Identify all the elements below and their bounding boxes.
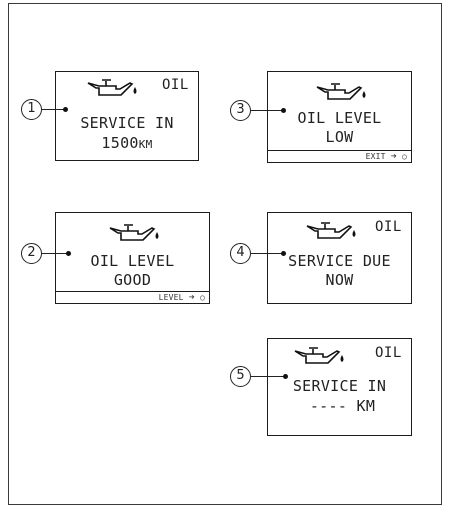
display-panel-1: OIL SERVICE IN 1500KM	[55, 71, 199, 161]
leader-dot-2	[66, 251, 71, 256]
leader-dot-3	[281, 108, 286, 113]
display-panel-3: OIL LEVEL LOW EXIT ➔ ○	[267, 71, 412, 163]
oil-can-icon	[306, 222, 356, 239]
panel-2-line-1: OIL LEVEL	[90, 252, 175, 270]
leader-dot-4	[281, 251, 286, 256]
panel-4-line-2: NOW	[325, 271, 354, 289]
leader-dot-1	[63, 107, 68, 112]
callout-1: 1	[21, 99, 42, 120]
leader-line-4	[251, 253, 283, 255]
leader-line-2	[42, 253, 68, 255]
button-circle-icon: ○	[199, 293, 205, 302]
panel-2-line-2: GOOD	[113, 271, 152, 289]
oil-can-icon	[87, 79, 137, 96]
arrow-right-icon: ➔	[390, 151, 397, 162]
panel-1-line-1: SERVICE IN	[80, 114, 174, 132]
callout-2: 2	[21, 243, 42, 264]
display-panel-5: OIL SERVICE IN ---- KM	[267, 338, 412, 436]
leader-line-1	[42, 109, 66, 111]
mileage-unit: KM	[138, 138, 153, 151]
display-panel-2: OIL LEVEL GOOD LEVEL ➔ ○	[55, 212, 210, 304]
leader-line-3	[251, 110, 283, 112]
panel-3-footer: EXIT ➔ ○	[268, 150, 411, 162]
callout-4: 4	[230, 243, 251, 264]
oil-label: OIL	[375, 219, 402, 235]
oil-label: OIL	[162, 77, 189, 93]
leader-dot-5	[283, 374, 288, 379]
display-panel-4: OIL SERVICE DUE NOW	[267, 212, 412, 304]
panel-4-line-1: SERVICE DUE	[288, 252, 391, 270]
panel-5-line-1: SERVICE IN	[292, 377, 387, 395]
panel-2-footer: LEVEL ➔ ○	[56, 291, 209, 303]
oil-label: OIL	[375, 345, 402, 361]
panel-3-line-2: LOW	[325, 128, 354, 146]
oil-can-icon	[294, 347, 344, 364]
panel-1-line-2: 1500KM	[56, 133, 198, 155]
callout-3: 3	[230, 100, 251, 121]
callout-5: 5	[230, 366, 251, 387]
oil-can-icon	[316, 83, 366, 100]
exit-label: EXIT	[365, 152, 386, 161]
mileage-value: 1500	[101, 134, 139, 152]
button-circle-icon: ○	[401, 152, 407, 161]
arrow-right-icon: ➔	[188, 292, 195, 303]
oil-can-icon	[109, 224, 159, 241]
panel-5-line-2: ---- KM	[309, 397, 376, 415]
level-label: LEVEL	[158, 293, 184, 302]
panel-3-line-1: OIL LEVEL	[297, 109, 382, 127]
leader-line-5	[251, 376, 285, 378]
